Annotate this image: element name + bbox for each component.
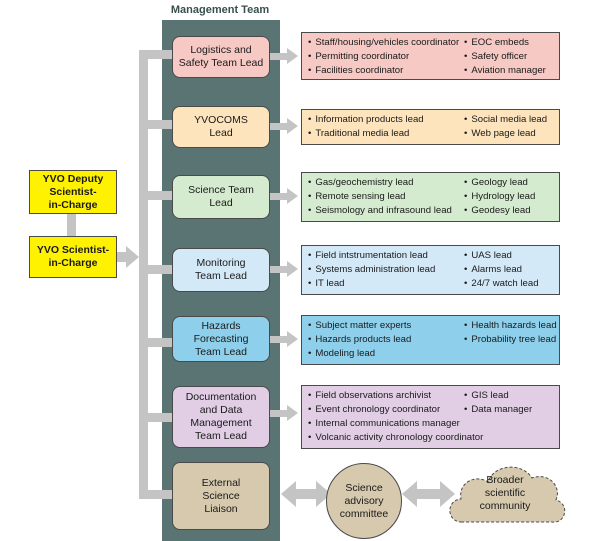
role-arrow-head [287, 405, 298, 421]
role-item: Hydrology lead [464, 190, 535, 204]
role-item: Hazards products lead [308, 333, 411, 347]
hazards-forecasting-lead: Hazards Forecasting Team Lead [172, 316, 270, 362]
role-arrow-head [287, 118, 298, 134]
role-item: Staff/housing/vehicles coordinator [308, 36, 459, 50]
scientist-in-charge-box: YVO Scientist- in-Charge [29, 236, 117, 278]
logistics-safety-lead: Logistics and Safety Team Lead [172, 36, 270, 78]
sic-arrow [126, 246, 139, 268]
yvocoms-lead: YVOCOMS Lead [172, 106, 270, 148]
documentation-roles-box: Field observations archivist Event chron… [301, 385, 560, 449]
documentation-data-lead: Documentation and Data Management Team L… [172, 386, 270, 448]
branch-connector [139, 413, 172, 422]
role-arrow-shaft [270, 410, 288, 417]
role-item: IT lead [308, 277, 435, 291]
role-arrow-shaft [270, 336, 288, 343]
external-science-liaison: External Science Liaison [172, 462, 270, 530]
liaison-committee-arrow-left [281, 481, 296, 507]
role-item: Traditional media lead [308, 127, 424, 141]
role-arrow-shaft [270, 266, 288, 273]
role-item: Health hazards lead [464, 319, 556, 333]
broader-scientific-community: Broader scientific community [479, 474, 531, 512]
role-item: Alarms lead [464, 263, 539, 277]
role-arrow-head [287, 261, 298, 277]
role-item: Aviation manager [464, 64, 546, 78]
role-arrow-shaft [270, 123, 288, 130]
liaison-committee-arrow-shaft [294, 489, 318, 499]
yvocoms-roles-box: Information products lead Traditional me… [301, 109, 560, 145]
role-item: Probability tree lead [464, 333, 557, 347]
role-item: Subject matter experts [308, 319, 411, 333]
role-item: Data manager [464, 403, 532, 417]
role-item: GIS lead [464, 389, 532, 403]
role-item: Modeling lead [308, 347, 411, 361]
role-item: Facilities coordinator [308, 64, 459, 78]
cloud-shape [449, 466, 566, 523]
management-team-header: Management Team [170, 4, 270, 16]
branch-connector [139, 191, 172, 200]
science-roles-box: Gas/geochemistry lead Remote sensing lea… [301, 172, 560, 222]
role-item: Social media lead [464, 113, 547, 127]
liaison-committee-arrow-right [316, 481, 331, 507]
branch-connector [139, 490, 172, 499]
science-advisory-committee: Science advisory committee [326, 463, 402, 539]
role-item: 24/7 watch lead [464, 277, 538, 291]
role-item: Information products lead [308, 113, 423, 127]
committee-community-arrow-shaft [415, 489, 441, 499]
role-item: Seismology and infrasound lead [308, 204, 452, 218]
role-item: Field intstrumentation lead [308, 249, 435, 263]
branch-connector [139, 120, 172, 129]
role-item: EOC embeds [464, 36, 546, 50]
role-item: Geodesy lead [464, 204, 535, 218]
logistics-roles-box: Staff/housing/vehicles coordinator Permi… [301, 32, 560, 80]
monitoring-team-lead: Monitoring Team Lead [172, 248, 270, 292]
role-item: Volcanic activity chronology coordinator [308, 431, 483, 445]
role-item: Event chronology coordinator [308, 403, 483, 417]
branch-connector [139, 265, 172, 274]
sic-connector [117, 252, 127, 262]
hazards-roles-box: Subject matter experts Hazards products … [301, 315, 560, 365]
role-item: Systems administration lead [308, 263, 435, 277]
role-item: Gas/geochemistry lead [308, 176, 452, 190]
role-item: Permitting coordinator [308, 50, 459, 64]
role-arrow-head [287, 331, 298, 347]
role-item: Internal communications manager [308, 417, 483, 431]
role-item: Web page lead [464, 127, 547, 141]
role-arrow-head [287, 188, 298, 204]
branch-connector [139, 338, 172, 347]
role-arrow-head [287, 48, 298, 64]
role-item: Geology lead [464, 176, 535, 190]
deputy-connector [67, 214, 76, 236]
science-team-lead: Science Team Lead [172, 175, 270, 219]
role-item: Safety officer [464, 50, 546, 64]
role-item: Field observations archivist [308, 389, 483, 403]
deputy-scientist-box: YVO Deputy Scientist- in-Charge [29, 170, 117, 214]
role-item: Remote sensing lead [308, 190, 452, 204]
branch-connector [139, 50, 172, 59]
committee-community-arrow-right [440, 481, 455, 507]
role-arrow-shaft [270, 193, 288, 200]
monitoring-roles-box: Field intstrumentation lead Systems admi… [301, 245, 560, 295]
committee-community-arrow-left [402, 481, 417, 507]
role-item: UAS lead [464, 249, 539, 263]
role-arrow-shaft [270, 53, 288, 60]
